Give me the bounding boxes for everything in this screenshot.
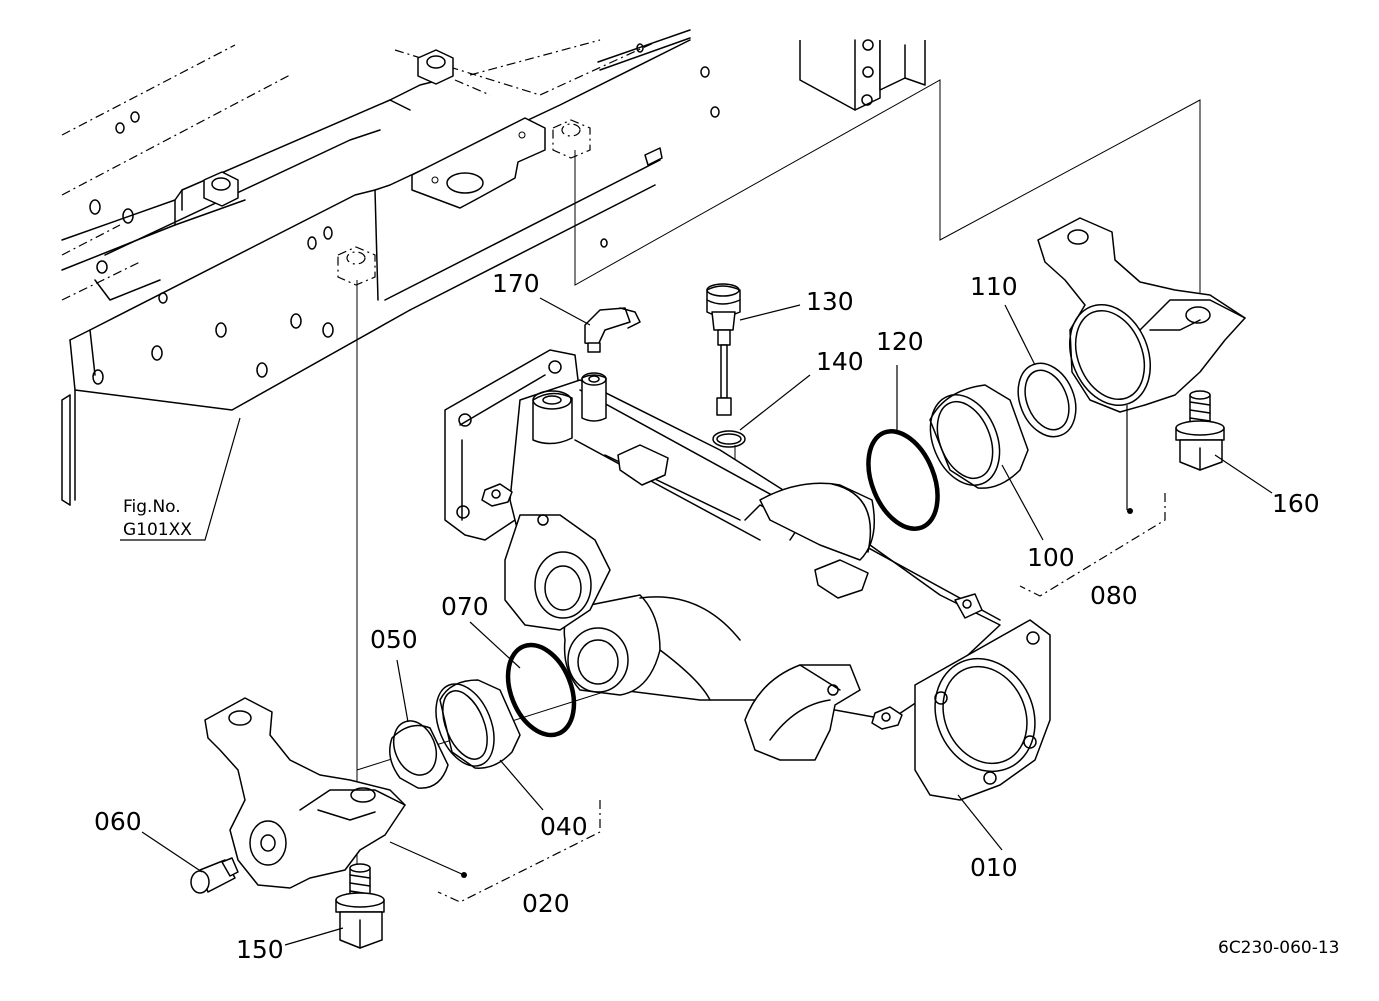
axle-housing [444,349,1051,801]
callout-110: 110 [970,272,1018,301]
callout-130: 130 [806,287,854,316]
callout-050: 050 [370,625,418,654]
bolt-160 [1175,390,1225,471]
dot-080 [1127,508,1133,514]
callout-100: 100 [1027,543,1075,572]
callout-060: 060 [94,807,142,836]
shim-110 [1017,362,1077,438]
fig-ref-line2: G101XX [123,520,192,540]
leader-lines [141,297,1273,946]
breather-plug-130 [706,283,741,416]
fig-ref-leader [120,417,241,541]
fig-ref-line1: Fig.No. [123,497,181,517]
dot-020 [461,872,467,878]
elbow-fitting-170 [584,307,641,353]
callout-170: 170 [492,269,540,298]
callout-120: 120 [876,327,924,356]
callout-070: 070 [441,592,489,621]
tractor-frame [61,29,926,506]
o-ring-140 [712,430,746,448]
drawing-code: 6C230-060-13 [1218,938,1339,958]
bushing-100 [929,384,1029,489]
grease-fitting-060 [190,857,239,894]
callout-040: 040 [540,812,588,841]
callout-080: 080 [1090,581,1138,610]
callout-160: 160 [1272,489,1320,518]
o-ring-120 [866,429,940,531]
callout-010: 010 [970,853,1018,882]
bushing-040 [435,679,521,769]
support-bracket-020 [204,697,406,889]
assembly-line-right [574,79,1201,320]
cap-050 [389,720,449,789]
callout-140: 140 [816,347,864,376]
support-bracket-080 [1037,217,1246,413]
bolt-150 [335,863,385,949]
callout-150: 150 [236,935,284,964]
o-ring-070 [505,642,577,738]
callout-020: 020 [522,889,570,918]
